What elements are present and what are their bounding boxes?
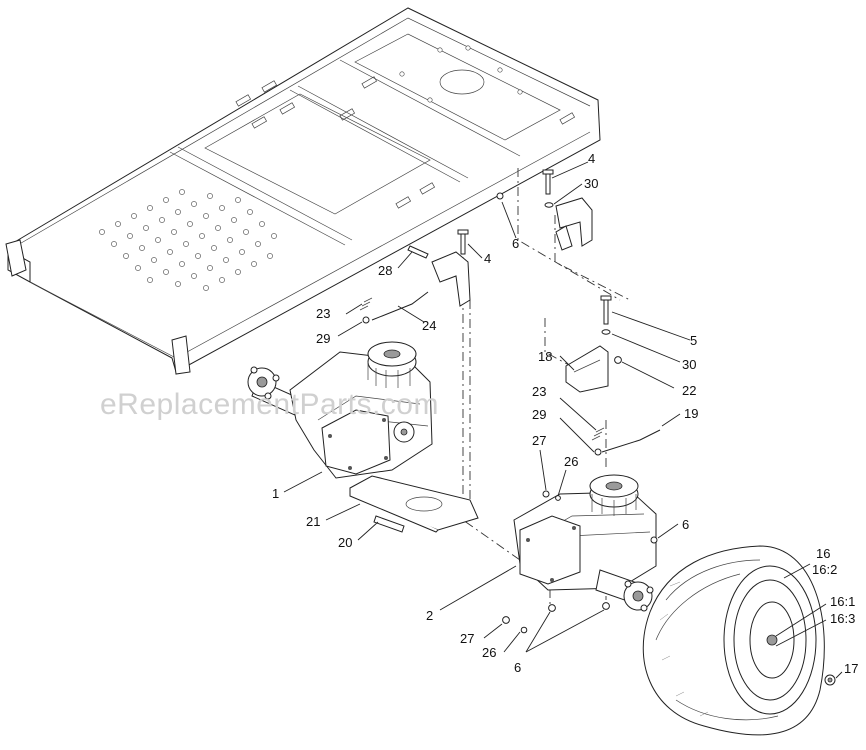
leader-lines <box>283 161 843 679</box>
callout-30-right: 30 <box>682 357 696 372</box>
callout-6-top: 6 <box>512 236 519 251</box>
watermark: eReplacementParts.com <box>100 388 439 421</box>
callout-30-top: 30 <box>584 176 598 191</box>
callout-28: 28 <box>378 263 392 278</box>
callout-26-mid: 26 <box>564 454 578 469</box>
callout-21: 21 <box>306 514 320 529</box>
callout-22: 22 <box>682 383 696 398</box>
callout-26-bottom: 26 <box>482 645 496 660</box>
callout-4-mid: 4 <box>484 251 491 266</box>
chassis-frame <box>5 7 601 375</box>
callout-4-top: 4 <box>588 151 595 166</box>
hardware <box>359 169 836 686</box>
callout-23-right: 23 <box>532 384 546 399</box>
callout-6-bottom: 6 <box>514 660 521 675</box>
callout-5: 5 <box>690 333 697 348</box>
callout-2: 2 <box>426 608 433 623</box>
callout-16-1: 16:1 <box>830 594 855 609</box>
callout-27-bottom: 27 <box>460 631 474 646</box>
brackets <box>349 197 609 533</box>
callout-24: 24 <box>422 318 436 333</box>
wheel-assembly <box>642 545 825 736</box>
callout-1: 1 <box>272 486 279 501</box>
callout-6-right: 6 <box>682 517 689 532</box>
callout-16: 16 <box>816 546 830 561</box>
callout-19: 19 <box>684 406 698 421</box>
callout-23-left: 23 <box>316 306 330 321</box>
callout-labels: 4 30 6 4 28 23 24 29 5 18 30 22 23 19 29… <box>272 151 858 676</box>
callout-16-3: 16:3 <box>830 611 855 626</box>
callout-27-mid: 27 <box>532 433 546 448</box>
callout-17: 17 <box>844 661 858 676</box>
right-transaxle <box>513 474 657 612</box>
callout-20: 20 <box>338 535 352 550</box>
callout-16-2: 16:2 <box>812 562 837 577</box>
callout-18: 18 <box>538 349 552 364</box>
callout-29-left: 29 <box>316 331 330 346</box>
left-transaxle <box>247 341 433 479</box>
callout-29-right: 29 <box>532 407 546 422</box>
